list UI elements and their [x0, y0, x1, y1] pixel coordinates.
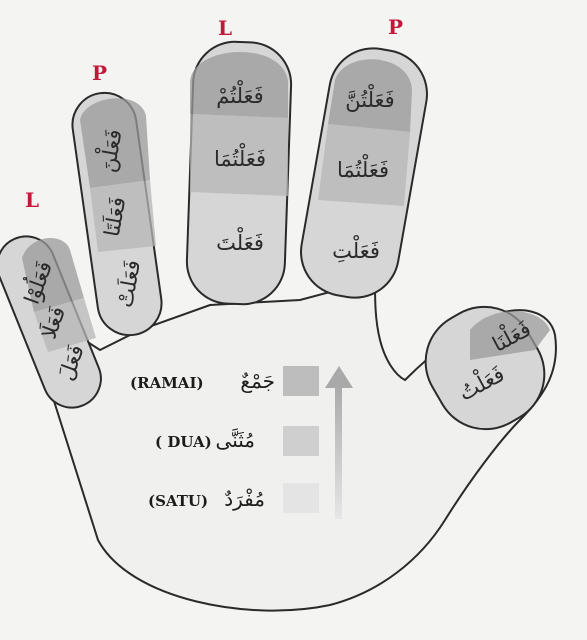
pinky-top-segment: [22, 238, 84, 312]
label-index: P: [388, 15, 403, 39]
middle-word-1: فَعَلْتُمْ: [216, 79, 263, 109]
middle-word-3: فَعَلْتَ: [216, 226, 264, 255]
legend-label-ramai: (RAMAI): [130, 374, 204, 392]
pinky-mid-segment: [34, 298, 96, 352]
index-top-segment: [328, 59, 412, 132]
middle-word-2: فَعَلْتُمَا: [214, 142, 266, 171]
index-word-1: فَعَلْتُنَّ: [345, 83, 394, 112]
label-ring: P: [92, 61, 107, 85]
legend-arabic-dua: مُثَنَّى: [216, 427, 255, 452]
label-middle: L: [218, 16, 232, 40]
legend-label-dua: ( DUA): [155, 433, 212, 451]
legend-label-satu: (SATU): [148, 492, 208, 510]
thumb-top-segment: [470, 311, 550, 360]
legend-square-dua: [283, 426, 319, 456]
middle-top-segment: [190, 51, 288, 118]
index-word-2: فَعَلْتُمَا: [337, 153, 389, 182]
legend-arabic-satu: مُفْرَدٌ: [224, 487, 265, 511]
label-pinky: L: [25, 188, 39, 212]
legend-square-satu: [283, 483, 319, 513]
index-word-3: فَعَلْتِ: [332, 234, 380, 263]
middle-mid-segment: [190, 114, 288, 196]
legend-square-ramai: [283, 366, 319, 396]
ring-top-segment: [80, 98, 150, 188]
up-arrow-icon: [325, 366, 353, 519]
ring-mid-segment: [90, 180, 156, 252]
index-mid-segment: [318, 124, 410, 206]
legend-arabic-ramai: جَمْعٌ: [240, 369, 275, 393]
